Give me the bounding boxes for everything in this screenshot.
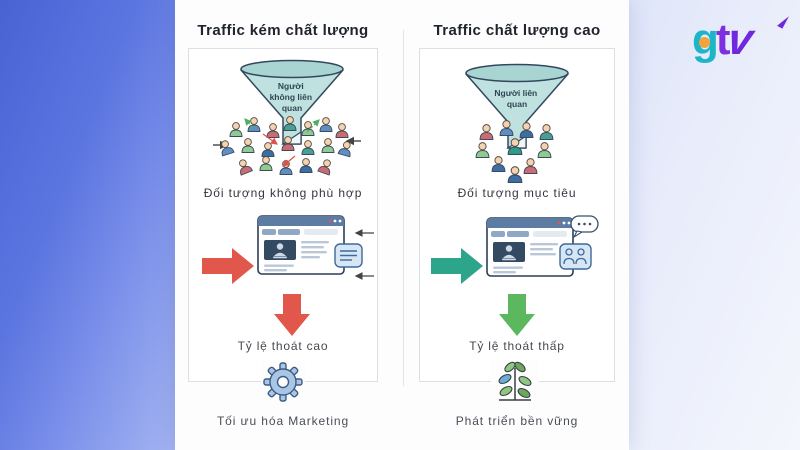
logo-letter-v: v <box>724 15 753 64</box>
footer-label-right: Phát triển bền vững <box>455 414 579 428</box>
audience-label-left: Đối tượng không phù hợp <box>203 186 363 200</box>
svg-text:Người không liên: Người không liên quan <box>270 81 315 113</box>
audience-card-icon <box>559 243 592 270</box>
crowd-illustration-organized <box>475 120 554 183</box>
footer-label-left: Tối ưu hóa Marketing <box>216 414 350 428</box>
logo-swoosh <box>777 13 789 29</box>
left-column-title: Traffic kém chất lượng <box>197 22 369 39</box>
content-panel: Traffic kém chất lượng Traffic chất lượn… <box>175 0 629 450</box>
right-arrow-icon <box>202 248 254 284</box>
gear-icon <box>263 362 303 402</box>
browser-illustration-right <box>431 215 599 336</box>
speech-bubble-icon <box>570 215 599 239</box>
right-column-title: Traffic chất lượng cao <box>433 22 601 39</box>
crowd-illustration-chaotic <box>213 116 361 176</box>
column-divider <box>403 30 404 386</box>
bounce-label-right: Tỷ lệ thoát thấp <box>469 339 565 353</box>
logo-letter-g: g <box>692 15 719 64</box>
down-arrow-icon <box>274 294 310 336</box>
plant-icon <box>498 361 532 401</box>
logo-letter-t: t <box>715 15 731 64</box>
gtv-logo: gtv <box>692 12 789 68</box>
note-card-icon <box>334 243 363 268</box>
browser-illustration-left <box>202 215 374 336</box>
right-arrow-icon <box>431 248 483 284</box>
left-column-box <box>188 48 378 382</box>
funnel-illustration-left: Người không liên quan <box>240 59 344 145</box>
logo-dot <box>699 37 710 48</box>
bounce-label-left: Tỷ lệ thoát cao <box>237 339 329 353</box>
audience-label-right: Đối tượng mục tiêu <box>457 186 577 200</box>
down-arrow-icon <box>499 294 535 336</box>
svg-text:Người liên quan: Người liên quan <box>494 88 539 109</box>
